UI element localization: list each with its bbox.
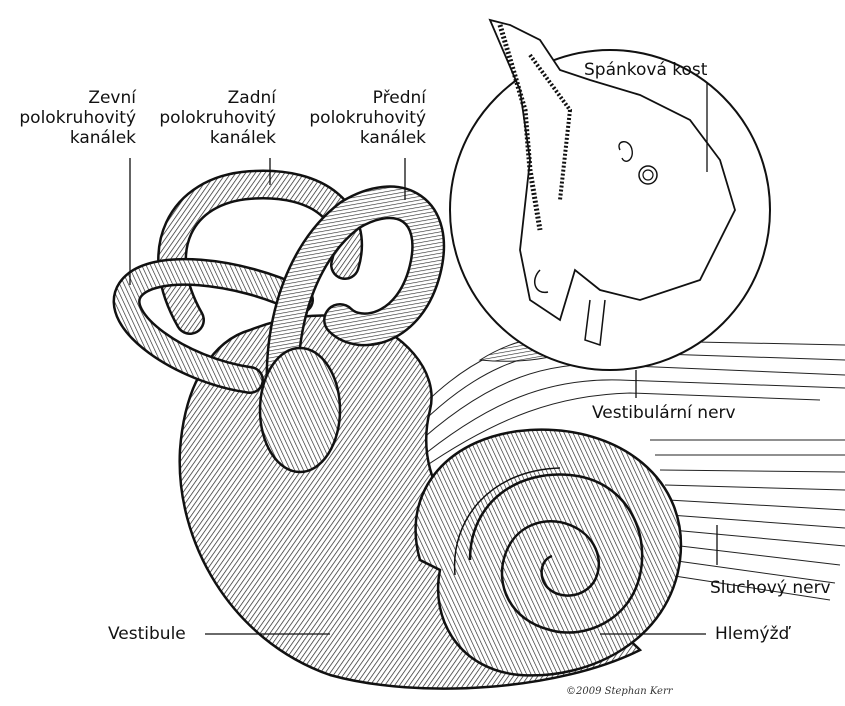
label-spankova-kost: Spánková kost <box>584 60 707 80</box>
label-hlemyzd: Hlemýžď <box>715 624 789 644</box>
label-vestibularni-nerv: Vestibulární nerv <box>592 403 736 423</box>
label-vestibule: Vestibule <box>108 624 186 644</box>
artist-signature: ©2009 Stephan Kerr <box>566 686 673 697</box>
label-sluchovy-nerv: Sluchový nerv <box>710 578 831 598</box>
cochlea-shape <box>416 430 681 676</box>
